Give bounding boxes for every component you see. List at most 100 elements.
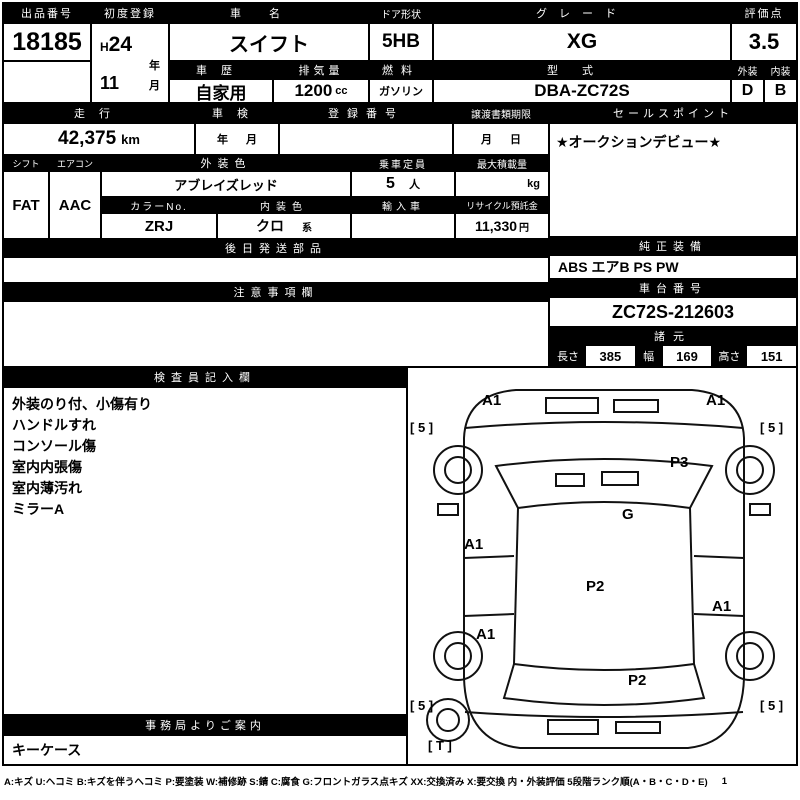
aircon-block: エアコン AAC bbox=[50, 156, 100, 238]
damage-label-center: P2 bbox=[586, 578, 605, 595]
capacity-number: 5 bbox=[386, 175, 395, 192]
equipment-label: 純正装備 bbox=[550, 238, 796, 254]
later-parts-label: 後日発送部品 bbox=[4, 240, 548, 256]
interior-grade-block: 内装 B bbox=[765, 62, 796, 102]
damage-label-windshield: P3 bbox=[670, 454, 689, 471]
inspector-note-line: ミラーA bbox=[12, 501, 65, 517]
first-reg-month: 11 bbox=[100, 72, 120, 93]
shaken-block: 車検 年 月 bbox=[196, 104, 278, 154]
fuel-label: 燃料 bbox=[370, 62, 432, 78]
inspector-label: 検査員記入欄 bbox=[4, 368, 406, 386]
tire-label-rear-left: [ 5 ] bbox=[410, 698, 434, 713]
inspector-notes: 外装のり付、小傷有り ハンドルすれ コンソール傷 室内内張傷 室内薄汚れ ミラー… bbox=[4, 388, 406, 714]
transfer-deadline-value: 月 日 bbox=[454, 124, 548, 154]
sales-point-label: セールスポイント bbox=[550, 104, 796, 122]
max-load-unit: kg bbox=[527, 178, 540, 190]
color-no-block: カラーNo. ZRJ bbox=[102, 198, 216, 238]
registration-no-value bbox=[280, 124, 452, 154]
height-value: 151 bbox=[747, 346, 797, 366]
bottom-section: 検査員記入欄 外装のり付、小傷有り ハンドルすれ コンソール傷 室内内張傷 室内… bbox=[4, 368, 796, 764]
chassis-no-value: ZC72S-212603 bbox=[550, 298, 796, 326]
length-value: 385 bbox=[586, 346, 635, 366]
color-no-label: カラーNo. bbox=[102, 198, 216, 212]
inspector-note-line: ハンドルすれ bbox=[12, 417, 96, 433]
equipment-block: 純正装備 ABS エアB PS PW bbox=[550, 238, 796, 278]
import-car-value bbox=[352, 214, 454, 238]
body-color-block: 外装色 アブレイズレッド カラーNo. ZRJ 内装色 クロ bbox=[102, 156, 350, 238]
damage-label-roof: G bbox=[622, 506, 634, 523]
grade-value: XG bbox=[434, 24, 730, 60]
transfer-deadline-label: 譲渡書類期限 bbox=[454, 104, 548, 122]
mileage-label: 走行 bbox=[4, 104, 194, 122]
colorno-intcolor-row: カラーNo. ZRJ 内装色 クロ 系 bbox=[102, 198, 350, 238]
interior-grade-label: 内装 bbox=[765, 62, 796, 78]
legend-text: A:キズ U:ヘコミ B:キズを伴うヘコミ P:要塗装 W:補修跡 S:錆 C:… bbox=[4, 777, 708, 788]
auction-sheet: 出品番号 18185 初度登録 H 24 年 11 月 bbox=[2, 2, 798, 766]
spare-tire-label: [ T ] bbox=[428, 738, 452, 753]
height-label: 高さ bbox=[711, 346, 748, 366]
mileage-block: 走行 42,375 km bbox=[4, 104, 194, 154]
history-block: 車歴 自家用 bbox=[170, 62, 272, 102]
inspector-note-line: コンソール傷 bbox=[12, 438, 96, 454]
interior-color-label: 内装色 bbox=[218, 198, 350, 212]
interior-color-suffix: 系 bbox=[302, 222, 312, 234]
exterior-color-value: アブレイズレッド bbox=[102, 172, 350, 196]
top-section: 出品番号 18185 初度登録 H 24 年 11 月 bbox=[4, 4, 796, 102]
exterior-grade-value: D bbox=[732, 80, 763, 102]
interior-color-name: クロ bbox=[256, 218, 284, 234]
damage-label-left-door: A1 bbox=[464, 536, 484, 553]
transfer-month-unit: 月 bbox=[481, 134, 492, 146]
office-label: 事務局よりご案内 bbox=[4, 716, 406, 734]
grade-model-block: グレード XG 型式 DBA-ZC72S bbox=[434, 4, 730, 102]
chassis-no-label: 車台番号 bbox=[550, 280, 796, 296]
page-number: 1 bbox=[721, 775, 727, 787]
shaken-year-unit: 年 bbox=[217, 134, 228, 146]
damage-label-right-side: A1 bbox=[712, 598, 732, 615]
max-load-label: 最大積載量 bbox=[456, 156, 548, 170]
caution-label: 注意事項欄 bbox=[4, 284, 548, 300]
doors-value: 5HB bbox=[370, 24, 432, 60]
chassis-no-block: 車台番号 ZC72S-212603 bbox=[550, 280, 796, 326]
caution-value bbox=[4, 302, 548, 366]
middle-section: 走行 42,375 km 車検 年 月 登録番号 bbox=[4, 104, 797, 366]
color-no-value: ZRJ bbox=[102, 214, 216, 238]
displacement-value: 1200 cc bbox=[274, 80, 368, 102]
caution-block: 注意事項欄 bbox=[4, 284, 548, 366]
first-reg-label: 初度登録 bbox=[92, 4, 168, 22]
registration-no-block: 登録番号 bbox=[280, 104, 452, 154]
exterior-grade-label: 外装 bbox=[732, 62, 763, 78]
auction-no-label: 出品番号 bbox=[4, 4, 90, 22]
era-letter: H bbox=[100, 39, 109, 54]
equipment-value: ABS エアB PS PW bbox=[550, 256, 796, 278]
recycle-deposit-unit: 円 bbox=[519, 222, 530, 234]
car-outline-svg bbox=[426, 389, 775, 749]
shaken-value: 年 月 bbox=[196, 124, 278, 154]
inspector-note-line: 室内内張傷 bbox=[12, 459, 82, 475]
auction-no-value: 18185 bbox=[4, 24, 90, 60]
length-label: 長さ bbox=[550, 346, 586, 366]
tire-label-front-left: [ 5 ] bbox=[410, 420, 434, 435]
first-reg-month-unit: 月 bbox=[149, 79, 160, 92]
transfer-deadline-block: 譲渡書類期限 月 日 bbox=[454, 104, 548, 154]
exterior-grade-block: 外装 D bbox=[732, 62, 763, 102]
capacity-unit: 人 bbox=[408, 179, 420, 191]
inspector-block: 検査員記入欄 外装のり付、小傷有り ハンドルすれ コンソール傷 室内内張傷 室内… bbox=[4, 368, 406, 764]
first-reg-block: 初度登録 H 24 年 11 月 bbox=[92, 4, 168, 102]
damage-label-front-left: A1 bbox=[482, 392, 502, 409]
car-name-block: 車名 スイフト 車歴 自家用 排気量 1200 cc bbox=[170, 4, 368, 102]
model-code-value: DBA-ZC72S bbox=[434, 80, 730, 102]
doors-fuel-block: ドア形状 5HB 燃料 ガソリン bbox=[370, 4, 432, 102]
interior-color-block: 内装色 クロ 系 bbox=[218, 198, 350, 238]
load-recycle-block: 最大積載量 kg リサイクル預託金 11,330 円 bbox=[456, 156, 548, 238]
recycle-deposit-number: 11,330 bbox=[474, 218, 518, 234]
capacity-value: 5 人 bbox=[352, 172, 454, 196]
score-value: 3.5 bbox=[732, 24, 796, 60]
grade-label: グレード bbox=[434, 4, 730, 22]
displacement-unit: cc bbox=[335, 85, 348, 97]
damage-label-front-right: A1 bbox=[706, 392, 726, 409]
mileage-value: 42,375 km bbox=[4, 124, 194, 154]
displacement-label: 排気量 bbox=[274, 62, 368, 78]
history-label: 車歴 bbox=[170, 62, 272, 78]
later-parts-block: 後日発送部品 bbox=[4, 240, 548, 282]
